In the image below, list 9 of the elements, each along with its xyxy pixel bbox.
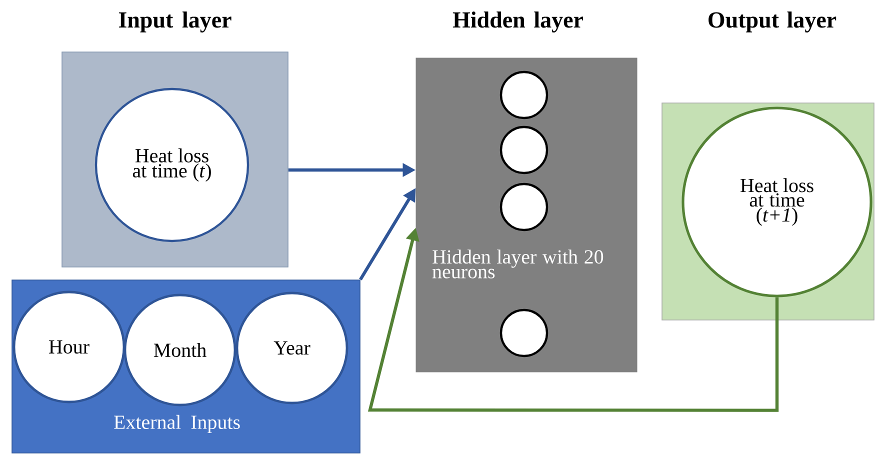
neuron-circle: [500, 308, 548, 358]
neuron-circle: [500, 70, 548, 120]
panel-caption: External Inputs: [114, 414, 240, 434]
neuron-circle: [500, 182, 548, 232]
panel-caption: Hidden layer with 20 neurons: [432, 250, 604, 278]
layer-heading: Hidden layer: [452, 12, 584, 32]
layer-heading: Output layer: [708, 12, 836, 32]
layer-heading: Input layer: [118, 12, 232, 32]
neuron-circle: [500, 126, 548, 174]
